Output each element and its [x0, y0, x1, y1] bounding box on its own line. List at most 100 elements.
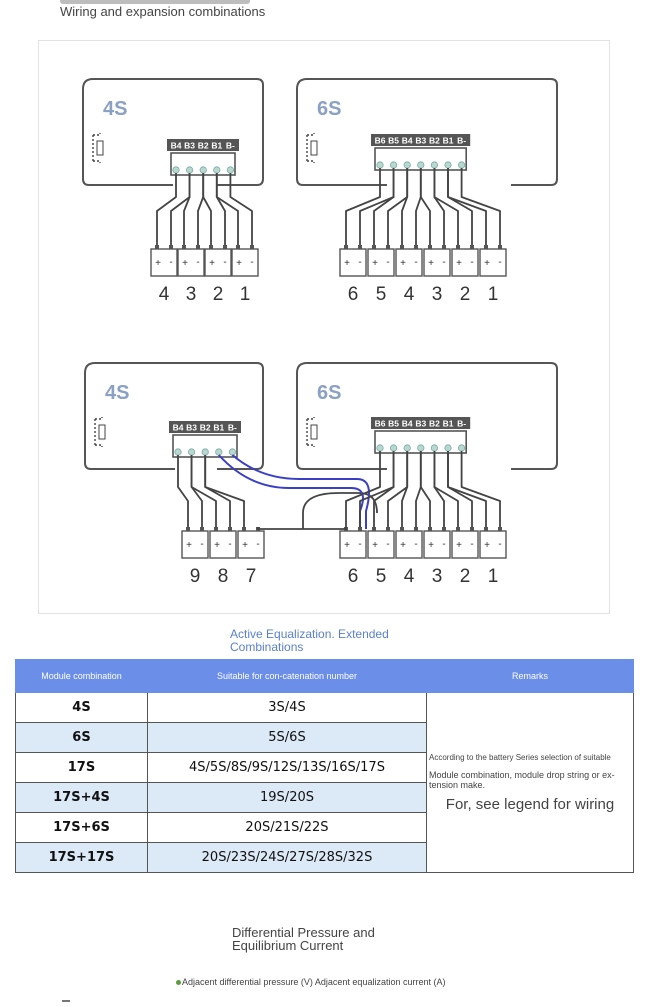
top-right-battery-4-plus-sign: +	[456, 258, 462, 269]
top-6s-pin-label: B6	[375, 136, 386, 146]
header-module: Module combination	[15, 659, 148, 693]
top-4s-pin-label: B-	[226, 141, 235, 151]
differential-pressure-title: Differential Pressure and Equilibrium Cu…	[232, 925, 375, 953]
top-right-battery-0-minus-sign: -	[358, 257, 361, 268]
top-right-battery-1-plus-sign: +	[372, 258, 378, 269]
remarks-line-3: For, see legend for wiring	[445, 795, 615, 813]
top-4s-pin-label: B3	[184, 141, 195, 151]
bottom-left-battery-1-terminal-neg	[228, 527, 232, 531]
remarks-cell: According to the battery Series selectio…	[426, 692, 634, 873]
bottom-right-battery-1-plus-sign: +	[372, 540, 378, 551]
top-6s-board-outline	[307, 78, 558, 186]
bottom-4s-pin	[228, 448, 236, 456]
module-cell: 17S+6S	[15, 812, 148, 843]
bottom-right-battery-3-terminal-neg	[442, 527, 446, 531]
top-right-battery-2-terminal-neg	[414, 245, 418, 249]
page-caption: Wiring and expansion combinations	[60, 4, 266, 19]
bottom-right-cell-number: 5	[376, 566, 387, 587]
bottom-right-battery-2-terminal-pos	[400, 527, 404, 531]
bottom-left-battery-2-terminal-pos	[242, 527, 246, 531]
bottom-6s-pin-label: B2	[429, 419, 440, 429]
top-left-battery-0-minus-sign: -	[169, 257, 172, 268]
table-row: 4S 3S/4S According to the battery Series…	[15, 692, 634, 873]
top-right-battery-5-minus-sign: -	[498, 257, 501, 268]
bottom-mark	[62, 1000, 70, 1002]
bottom-right-cell-number: 4	[404, 566, 415, 587]
top-6s-pin-label: B1	[443, 136, 454, 146]
top-right-battery-3-minus-sign: -	[442, 257, 445, 268]
top-6s-pin	[376, 161, 384, 169]
table-row: 17S 4S/5S/8S/9S/12S/13S/16S/17S	[15, 752, 634, 783]
bottom-left-cell-number: 8	[218, 566, 229, 587]
module-cell: 17S+4S	[15, 782, 148, 813]
top-right-battery-1-minus-sign: -	[386, 257, 389, 268]
top-6s-pin-label: B3	[415, 136, 426, 146]
combination-table: Module combination Suitable for con-cate…	[15, 659, 634, 873]
bottom-4s-pin-label: B4	[173, 423, 184, 433]
top-6s-board-label: 6S	[317, 98, 341, 120]
suitable-cell: 3S/4S	[147, 692, 427, 723]
top-right-cell-number: 1	[488, 284, 499, 305]
top-left-battery-0-terminal-neg	[169, 245, 173, 249]
top-6s-pin-label: B4	[402, 136, 413, 146]
bottom-right-battery-5-plus-sign: +	[484, 540, 490, 551]
top-right-wire	[401, 168, 409, 245]
bottom-right-battery-4-plus-sign: +	[456, 540, 462, 551]
top-image-strip	[60, 0, 250, 4]
top-6s-board-outline-left	[296, 78, 387, 186]
bottom-6s-pin	[430, 444, 438, 452]
top-right-wire	[373, 168, 395, 245]
top-right-battery-0-terminal-pos	[344, 245, 348, 249]
bottom-left-cell-number: 9	[190, 566, 201, 587]
top-left-battery-0-terminal-pos	[155, 245, 159, 249]
top-right-battery-2-cell	[395, 248, 423, 277]
bottom-right-wire	[447, 451, 487, 527]
top-right-battery-4-cell	[451, 248, 479, 277]
bottom-left-battery-1-minus-sign: -	[228, 539, 231, 550]
top-right-wire	[447, 168, 487, 245]
bullet-line: Adjacent differential pressure (V) Adjac…	[176, 977, 445, 987]
top-4s-pin	[213, 166, 221, 174]
top-left-cell-number: 3	[186, 284, 197, 305]
bottom-left-wire	[204, 455, 245, 527]
bottom-right-battery-5-terminal-neg	[498, 527, 502, 531]
top-left-battery-3-cell	[231, 248, 259, 277]
top-4s-board-outline	[93, 78, 264, 186]
top-right-wire	[433, 168, 459, 245]
bottom-right-cell-number: 3	[432, 566, 443, 587]
top-left-wire	[170, 173, 191, 245]
bottom-right-battery-3-terminal-pos	[428, 527, 432, 531]
bottom-right-cell-number: 1	[488, 566, 499, 587]
top-4s-board-label: 4S	[103, 98, 127, 120]
module-cell: 17S	[15, 752, 148, 783]
bottom-right-battery-3-cell	[423, 530, 451, 559]
bottom-right-wire	[345, 451, 381, 527]
bottom-6s-pin	[403, 444, 411, 452]
suitable-cell: 4S/5S/8S/9S/12S/13S/16S/17S	[147, 752, 427, 783]
bottom-right-battery-4-cell	[451, 530, 479, 559]
bottom-left-battery-2-cell	[237, 530, 265, 559]
table-row: 17S+4S 19S/20S	[15, 782, 634, 813]
bottom-right-wire	[419, 451, 431, 527]
bottom-6s-pin-label: B3	[415, 419, 426, 429]
bottom-left-battery-0-cell	[181, 530, 209, 559]
top-6s-board-connector-icon	[306, 133, 315, 163]
bottom-left-battery-1-cell	[209, 530, 237, 559]
bottom-right-battery-4-terminal-pos	[456, 527, 460, 531]
blue-cross-wire	[218, 454, 364, 527]
bottom-4s-pin-label-bar	[169, 421, 241, 433]
top-left-battery-2-terminal-neg	[223, 245, 227, 249]
bottom-right-wire	[373, 451, 395, 527]
suitable-cell: 19S/20S	[147, 782, 427, 813]
top-6s-pin	[389, 161, 398, 169]
top-4s-board-outline-left	[82, 78, 173, 186]
bridge-wire	[302, 492, 378, 529]
header-remarks: Remarks	[426, 659, 634, 693]
top-left-battery-1-minus-sign: -	[196, 257, 199, 268]
top-4s-board-connector-icon	[92, 133, 101, 163]
bottom-4s-pin-label: B-	[228, 423, 237, 433]
top-right-battery-3-cell	[423, 248, 451, 277]
top-4s-pin-label-bar	[167, 139, 239, 151]
top-left-battery-3-plus-sign: +	[236, 258, 242, 269]
